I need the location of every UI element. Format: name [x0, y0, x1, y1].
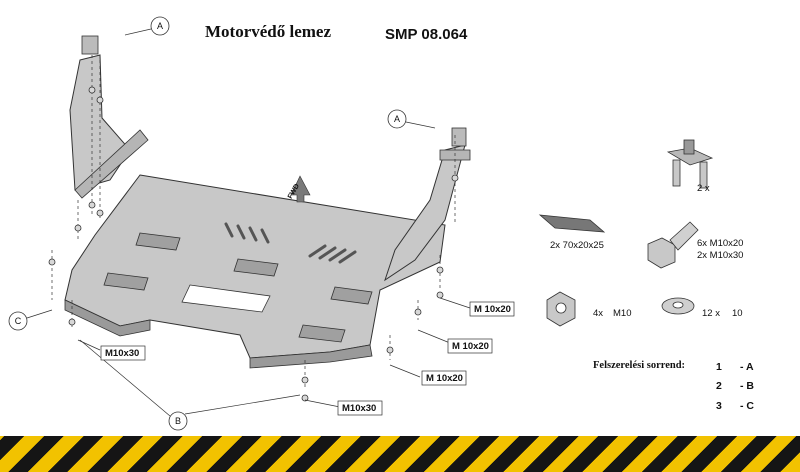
skid-plate	[64, 174, 446, 369]
washer-size: 10	[732, 308, 743, 319]
bolt-label-left: M10x30	[105, 348, 140, 359]
callout-a-top-left: A	[156, 21, 163, 31]
left-mounting-bracket	[69, 35, 149, 199]
bolt-quantity-2: 2x M10x30	[697, 250, 744, 261]
oil-drain-hole	[181, 284, 271, 313]
callout-a-top-right: A	[393, 114, 400, 124]
plate-quantity: 2x 70x20x25	[550, 240, 604, 251]
leader-lines	[26, 28, 471, 417]
callout-c: C	[14, 316, 22, 326]
callout-circles	[8, 16, 407, 431]
flat-plate-part	[538, 214, 606, 233]
sequence-heading: Felszerelési sorrend:	[593, 360, 686, 371]
product-code: SMP 08.064	[385, 26, 468, 43]
bolt-quantity-1: 6x M10x20	[697, 238, 744, 249]
nut-part	[546, 291, 576, 327]
vent-slots	[224, 222, 357, 264]
sequence-step-2-letter: - B	[740, 380, 754, 392]
clamp-part	[666, 139, 714, 189]
bolt-label-right-1: M 10x20	[474, 304, 511, 315]
bolt-label-right-2: M 10x20	[452, 341, 489, 352]
callout-b: B	[174, 416, 181, 426]
washer-quantity: 12 x	[702, 308, 720, 319]
washer-part	[661, 297, 695, 315]
bolt-label-right-3: M 10x20	[426, 373, 463, 384]
sequence-step-2-number: 2	[716, 380, 722, 392]
nut-quantity: 4x	[593, 308, 604, 319]
sequence-step-3-letter: - C	[740, 400, 754, 412]
fasteners	[48, 86, 459, 402]
label-boxes	[100, 301, 515, 416]
nut-size: M10	[613, 308, 632, 319]
bolt-label-bottom: M10x30	[342, 403, 377, 414]
sequence-step-3-number: 3	[716, 400, 722, 412]
bolt-part	[647, 221, 699, 269]
right-mounting-bracket	[384, 127, 471, 282]
hazard-stripe-footer	[0, 436, 800, 472]
sequence-step-1-letter: - A	[740, 361, 754, 373]
diagram-title: Motorvédő lemez	[205, 22, 332, 41]
clamp-quantity: 2 x	[697, 183, 710, 194]
forward-arrow	[290, 175, 311, 203]
sequence-step-1-number: 1	[716, 361, 722, 373]
